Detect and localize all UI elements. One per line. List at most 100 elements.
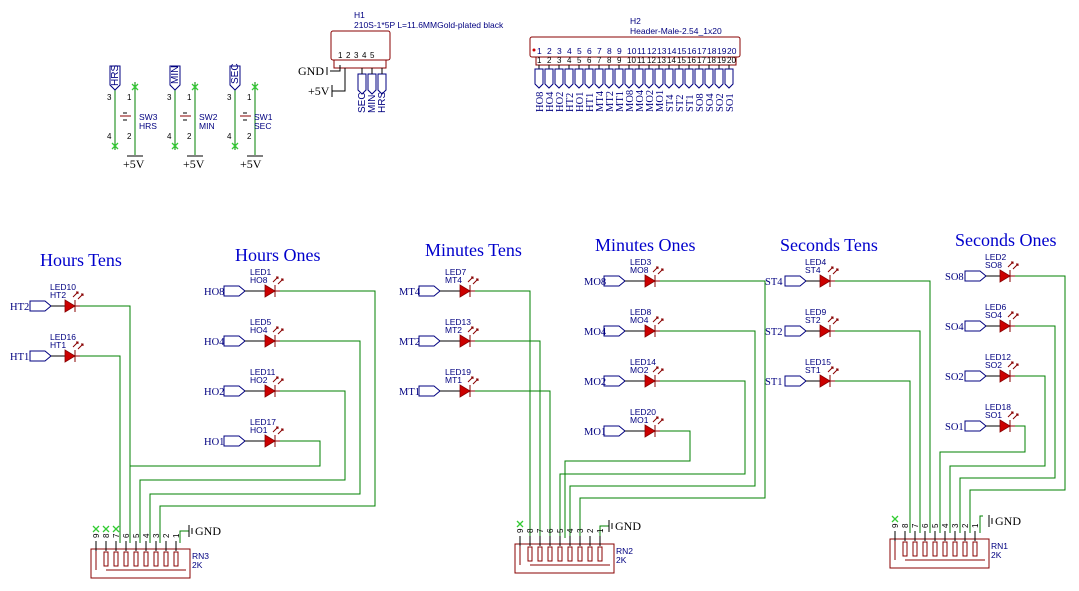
led-diode-icon — [264, 284, 276, 298]
led-diode-icon — [459, 334, 471, 348]
net-port-label: HO4 — [204, 337, 225, 348]
title-seconds-ones: Seconds Ones — [955, 230, 1057, 250]
led-arrow-icon — [467, 376, 474, 383]
net-port — [964, 370, 987, 382]
led-arrow-icon — [467, 276, 474, 283]
led-ref: LED8 — [630, 307, 652, 317]
h2-pin-number: 18 — [707, 46, 717, 56]
led-ref: LED19 — [445, 367, 471, 377]
pin-label: 9 — [92, 533, 101, 538]
h2-port — [574, 68, 584, 89]
net-port — [784, 275, 807, 287]
pin-label: 8 — [102, 533, 111, 538]
pin-label: 4 — [567, 56, 572, 65]
led-arrow-icon — [277, 278, 284, 285]
led-arrow-icon — [472, 278, 479, 285]
pin-label: 9 — [516, 528, 525, 533]
pin-label: 6 — [122, 533, 131, 538]
h2-net-label: MO8 — [625, 90, 636, 112]
led-net-name: MT4 — [445, 275, 462, 285]
pin-label: 6 — [921, 523, 930, 528]
h2-pin-number: 5 — [577, 46, 582, 56]
h2-pin-number: 3 — [557, 46, 562, 56]
switch-sw3: HRS 3 1 4 2 SW3 HRS +5V — [107, 65, 158, 171]
led-arrow-icon — [832, 318, 839, 325]
h2-pin-number: 17 — [697, 46, 707, 56]
led-ref: LED7 — [445, 267, 467, 277]
pin-label: 4 — [107, 132, 112, 141]
pin-label: 8 — [901, 523, 910, 528]
net-port-label: MT4 — [399, 287, 421, 298]
led-groups: HT2LED10HT2HT1LED16HT1HO8LED1HO8HO4LED5H… — [10, 252, 1019, 448]
net-port-label: HO1 — [204, 437, 224, 448]
net-port-label: MT2 — [399, 337, 420, 348]
h2-port — [624, 68, 634, 89]
h2-pin-number: 12 — [647, 46, 657, 56]
led-diode-icon — [999, 269, 1011, 283]
net-port — [603, 325, 626, 337]
led-net-name: SO1 — [985, 410, 1002, 420]
h2-net-label: HO2 — [555, 92, 566, 112]
pin-label: 11 — [637, 56, 646, 65]
led-arrow-icon — [72, 341, 79, 348]
switch-name: MIN — [199, 121, 215, 131]
net-port — [223, 435, 246, 447]
power-vcc-label: +5V — [123, 157, 145, 171]
led-net-name: HT1 — [50, 340, 66, 350]
pin-label: 2 — [346, 51, 351, 60]
net-port-label: HT2 — [10, 302, 29, 313]
h2-net-label: MO1 — [655, 90, 666, 112]
net-port-label: SO4 — [945, 322, 964, 333]
h2-ref: H2 — [630, 16, 641, 26]
led-net-name: MT1 — [445, 375, 462, 385]
led-arrow-icon — [657, 368, 664, 375]
h2-net-label: HO4 — [545, 91, 556, 112]
rn-ref: RN3 — [192, 551, 209, 561]
pin-label: 5 — [132, 533, 141, 538]
led-net-name: ST4 — [805, 265, 821, 275]
switch-ref: SW2 — [199, 112, 218, 122]
title-hours-tens: Hours Tens — [40, 250, 122, 270]
led-diode-icon — [264, 434, 276, 448]
led-ref: LED18 — [985, 402, 1011, 412]
led-diode-icon — [644, 374, 656, 388]
led-arrow-icon — [277, 378, 284, 385]
pin-label: 2 — [586, 528, 595, 533]
led-ref: LED16 — [50, 332, 76, 342]
pin-label: 10 — [627, 56, 636, 65]
led-arrow-icon — [827, 316, 834, 323]
led-net-name: MO4 — [630, 315, 649, 325]
pin-label: 17 — [697, 56, 706, 65]
switch-net-label: MIN — [170, 66, 181, 84]
h2-net-label: MO2 — [645, 90, 656, 112]
power-vcc-label: +5V — [183, 157, 205, 171]
led-arrow-icon — [272, 376, 279, 383]
pin-label: 8 — [607, 56, 612, 65]
h2-port — [604, 68, 614, 89]
led-diode-icon — [64, 299, 76, 313]
pin-label: 3 — [557, 56, 562, 65]
h2-net-label: SO1 — [725, 93, 736, 112]
led-net-name: SO2 — [985, 360, 1002, 370]
net-port-label: MO1 — [584, 427, 606, 438]
led-arrow-icon — [1012, 413, 1019, 420]
connector-h1: H1 210S-1*5P L=11.6MMGold-plated black 1… — [298, 10, 504, 113]
h2-pin-number: 2 — [547, 46, 552, 56]
h1-vcc-label: +5V — [308, 84, 330, 98]
h1-gnd-label: GND — [298, 64, 324, 78]
pin-label: 1 — [596, 528, 605, 533]
net-port — [418, 335, 441, 347]
led-net-name: MO1 — [630, 415, 649, 425]
